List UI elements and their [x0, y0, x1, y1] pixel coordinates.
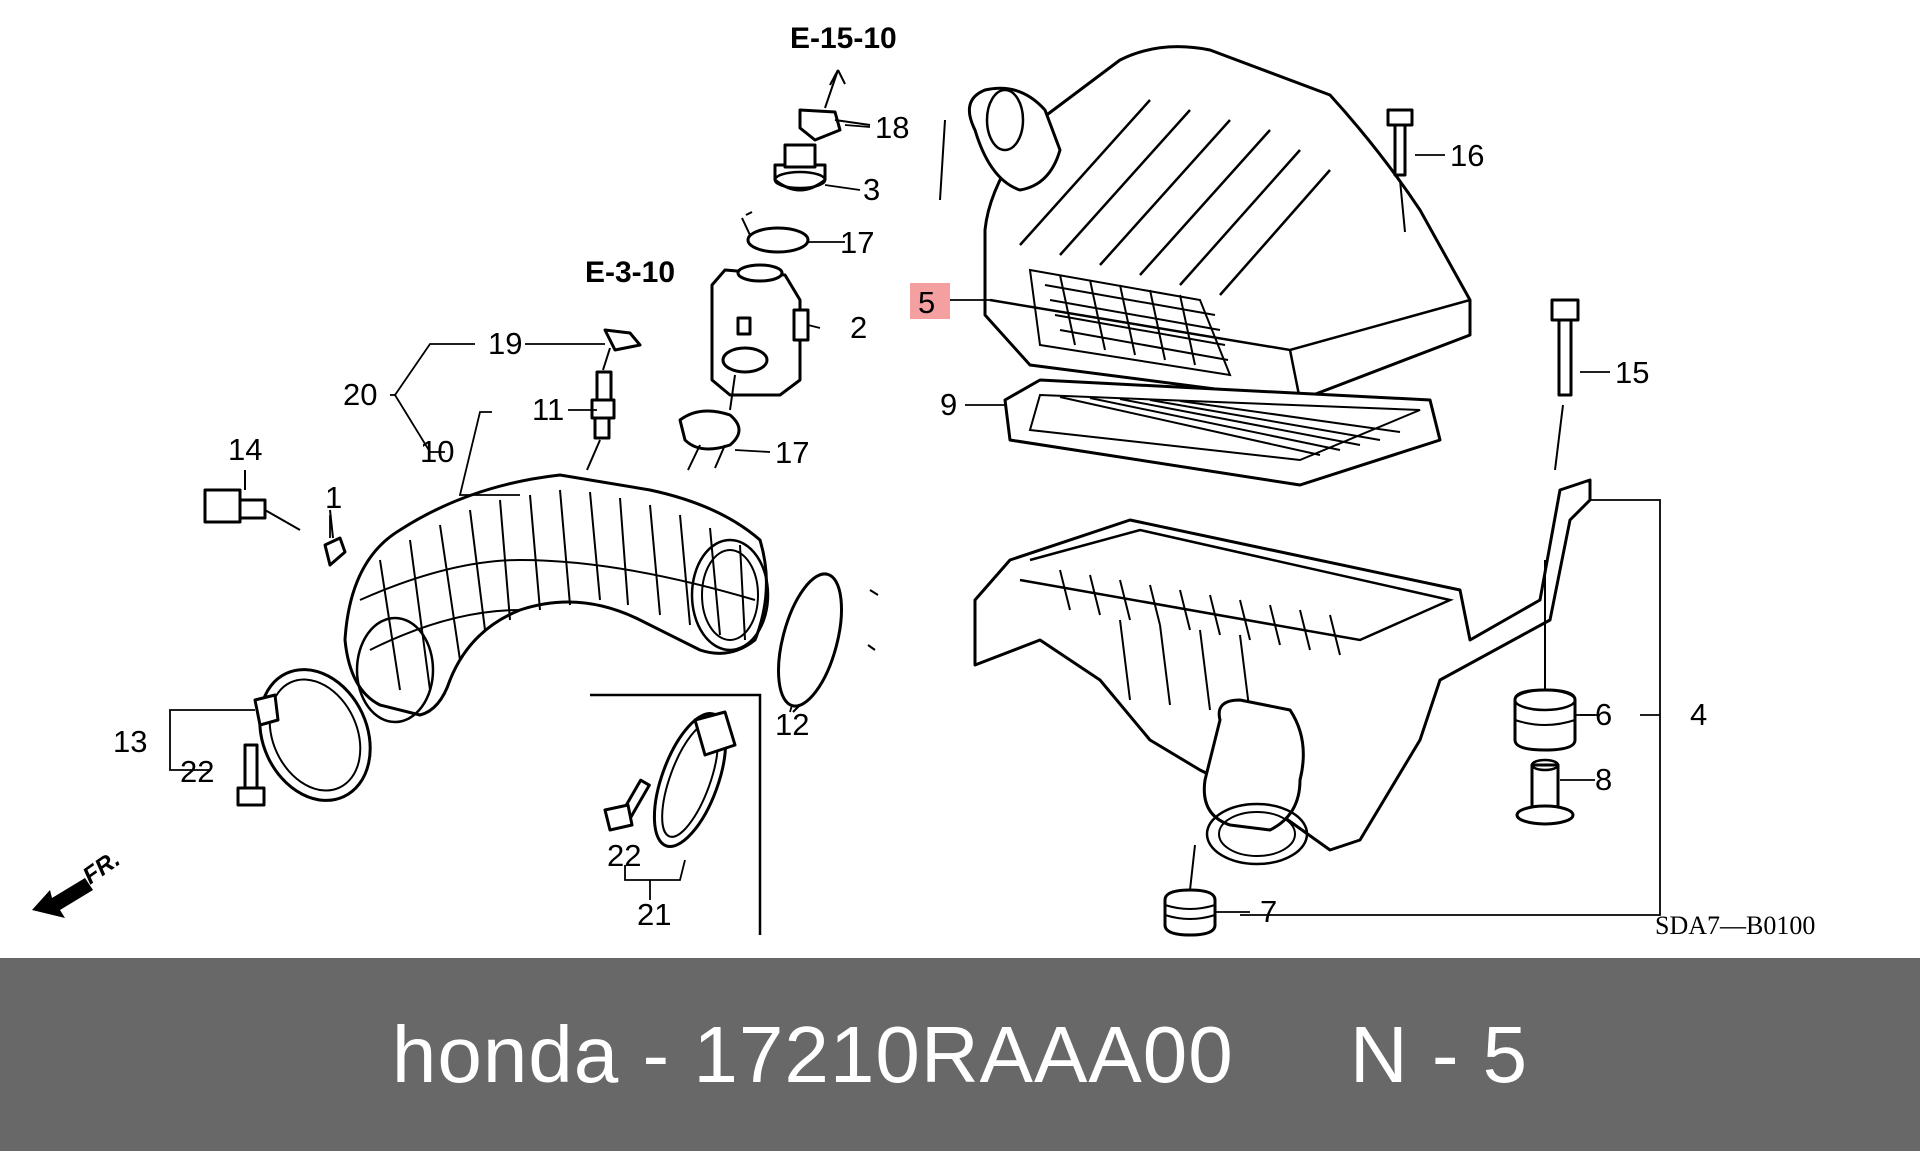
- air-cleaner-cover: [939, 45, 1472, 402]
- intake-tube-10: [343, 473, 770, 724]
- callout-15: 15: [1615, 355, 1649, 390]
- clip-19: [602, 328, 642, 371]
- callout-17-lower: 17: [775, 435, 809, 470]
- callout-12: 12: [775, 707, 809, 742]
- leader-lines: [169, 124, 1661, 916]
- callout-9: 9: [940, 387, 957, 422]
- reference-mid: E-3-10: [585, 256, 675, 289]
- diagram-code: SDA7—B0100: [1655, 911, 1815, 940]
- parts-diagram: FR.: [32, 22, 1815, 940]
- seal-ring-12: [777, 572, 879, 713]
- grommet-7: [1163, 844, 1217, 937]
- callout-21: 21: [637, 897, 671, 932]
- clip-18: [798, 69, 871, 142]
- band-13: [253, 668, 372, 802]
- callout-7: 7: [1260, 894, 1277, 929]
- callout-14: 14: [228, 432, 262, 467]
- callout-2: 2: [850, 310, 867, 345]
- clip-1: [323, 509, 347, 567]
- callout-8: 8: [1595, 762, 1612, 797]
- callout-4: 4: [1690, 697, 1707, 732]
- bolt-16: [1386, 108, 1414, 233]
- reference-top: E-15-10: [790, 22, 897, 55]
- band-21: [652, 710, 737, 848]
- air-cleaner-lower-case: [973, 478, 1592, 866]
- bolt-22-right: [603, 778, 651, 832]
- callout-11: 11: [532, 392, 564, 427]
- clamp-17-upper: [741, 211, 810, 254]
- highlight-5: [910, 283, 950, 319]
- callout-16: 16: [1450, 138, 1484, 173]
- callout-6: 6: [1595, 697, 1612, 732]
- intake-air-temperature-sensor-14: [203, 470, 301, 531]
- callout-5: 5: [918, 285, 935, 320]
- callout-19: 19: [488, 326, 522, 361]
- callout-20: 20: [343, 377, 377, 412]
- cap-3: [773, 143, 827, 192]
- footer-part-number: honda - 17210RAAA00 N - 5: [391, 1009, 1529, 1099]
- air-filter-element: [1003, 378, 1442, 487]
- callout-10: 10: [420, 434, 454, 469]
- callout-3: 3: [863, 172, 880, 207]
- callout-17-upper: 17: [840, 225, 874, 260]
- collar-8: [1515, 758, 1575, 826]
- bolt-22-left: [236, 743, 266, 807]
- resonator-2: [710, 263, 810, 411]
- inset-frame: [590, 693, 762, 935]
- bolt-15: [1550, 298, 1580, 471]
- front-direction-arrow: FR.: [32, 846, 125, 918]
- callout-18: 18: [875, 110, 909, 145]
- nipple-11: [586, 370, 616, 471]
- grommet-6: [1513, 560, 1577, 752]
- callout-1: 1: [325, 480, 342, 515]
- callout-13: 13: [113, 724, 147, 759]
- callout-22-right: 22: [607, 838, 641, 873]
- clamp-17-lower: [678, 409, 741, 471]
- footer-bar: honda - 17210RAAA00 N - 5: [0, 958, 1920, 1151]
- callout-22-left: 22: [180, 754, 214, 789]
